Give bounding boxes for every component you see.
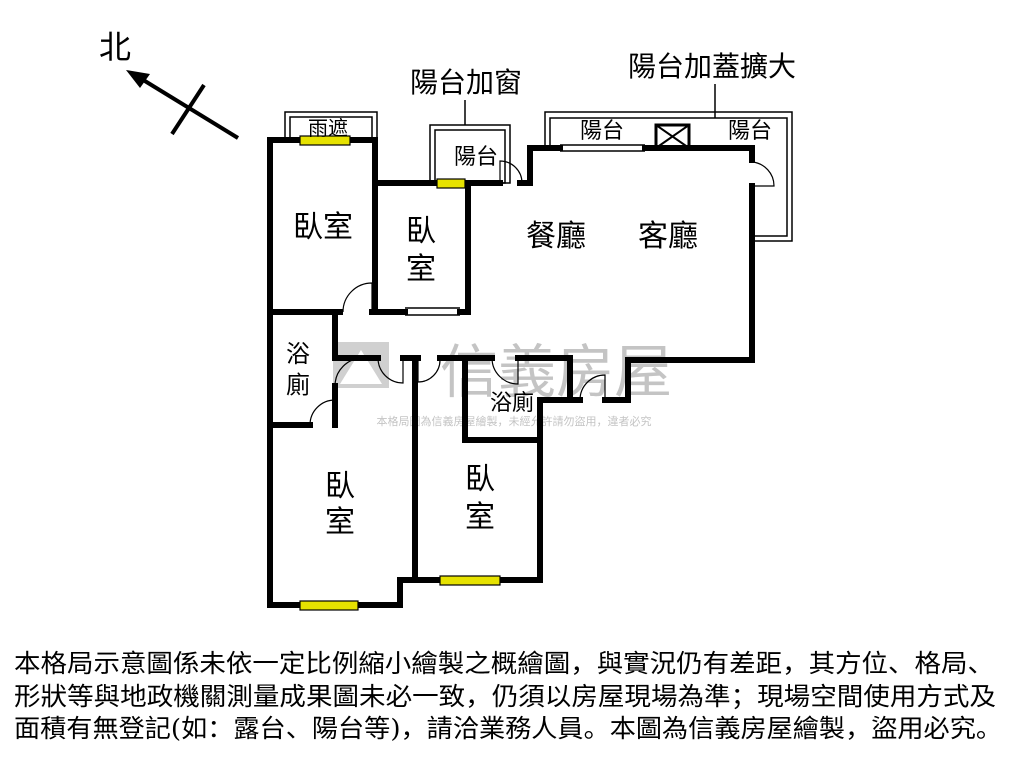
opening-bedroom-small-bottom [405, 307, 460, 316]
label-bedroom-small-2: 室 [406, 252, 436, 287]
disclaimer-line-1: 本格局示意圖係未依一定比例縮小繪製之概繪圖，與實況仍有差距，其方位、格局、 [14, 649, 994, 678]
wall-bath-left [267, 309, 338, 428]
window-bedroom-small [436, 178, 466, 189]
label-bedroom-bottom-mid-2: 室 [465, 500, 495, 535]
label-dining: 餐廳 [526, 219, 586, 254]
compass-cross-bar [170, 83, 206, 136]
label-rain-shelter: 雨遮 [308, 116, 348, 140]
label-bedroom-small-1: 臥 [406, 214, 436, 249]
north-label: 北 [99, 28, 131, 66]
annotation-balcony-window: 陽台加窗 [410, 66, 522, 99]
door-arc-bath-mid [491, 357, 519, 385]
door-arc-bath-left [309, 399, 336, 426]
window-bedroom-bottom-mid [439, 575, 501, 586]
windows [299, 135, 501, 611]
wall-outer-left-bottom [267, 137, 543, 608]
watermark-logo-mark [340, 350, 382, 384]
annotation-balcony-extension: 陽台加蓋擴大 [628, 50, 796, 83]
shaft-cross [655, 124, 690, 149]
disclaimer-line-3: 面積有無登記(如：露台、陽台等)，請洽業務人員。本圖為信義房屋繪製，盜用必究。 [14, 714, 1002, 743]
window-bedroom-bottom-left [299, 600, 359, 611]
door-arc-bath-left-side [334, 357, 364, 387]
doors [309, 160, 775, 426]
balcony-right-outline [544, 111, 793, 242]
label-bedroom-bottom-left-2: 室 [325, 505, 355, 540]
walls [267, 137, 755, 608]
door-arc-balcony-right [751, 161, 775, 187]
compass-arrow-head-icon [126, 70, 150, 88]
label-bath-left-1: 浴 [286, 340, 310, 368]
watermark-brand: 信義房屋 [440, 338, 672, 406]
door-arc-living-bath [579, 374, 606, 401]
label-bath-left-2: 廁 [286, 371, 310, 399]
opening-living-top [560, 144, 645, 152]
door-arc-balcony [499, 160, 523, 184]
wall-bath-mid [462, 355, 543, 443]
label-balcony-mid: 陽台 [580, 119, 624, 144]
compass: 北 [99, 28, 240, 140]
watermark-notice: 本格局圖為信義房屋繪製，未經允許請勿盜用，違者必究 [377, 414, 652, 428]
window-bedroom-top-left [299, 135, 351, 146]
door-arc-bedroom-bottom-left [417, 358, 441, 383]
door-arc-hallway [377, 357, 404, 384]
label-bedroom-bottom-left-1: 臥 [325, 469, 355, 504]
label-bedroom-bottom-mid-1: 臥 [465, 462, 495, 497]
disclaimer: 本格局示意圖係未依一定比例縮小繪製之概繪圖，與實況仍有差距，其方位、格局、 形狀… [14, 649, 1002, 743]
watermark-logo-icon [333, 342, 389, 388]
label-balcony-right: 陽台 [728, 119, 772, 144]
balcony-right-inner [549, 117, 788, 237]
label-bath-mid: 浴廁 [490, 391, 534, 416]
disclaimer-line-2: 形狀等與地政機關測量成果圖未必一致，仍須以房屋現場為準；現場空間使用方式及 [14, 682, 996, 711]
watermark: 信義房屋 本格局圖為信義房屋繪製，未經允許請勿盜用，違者必究 [333, 338, 672, 428]
wall-living-perimeter [372, 145, 755, 403]
label-bedroom-top-left: 臥室 [293, 210, 353, 245]
label-living: 客廳 [638, 219, 698, 254]
label-balcony-left: 陽台 [454, 145, 498, 170]
door-arc-bedroom-top-left [342, 282, 373, 313]
wall-hallway-top [332, 355, 573, 403]
